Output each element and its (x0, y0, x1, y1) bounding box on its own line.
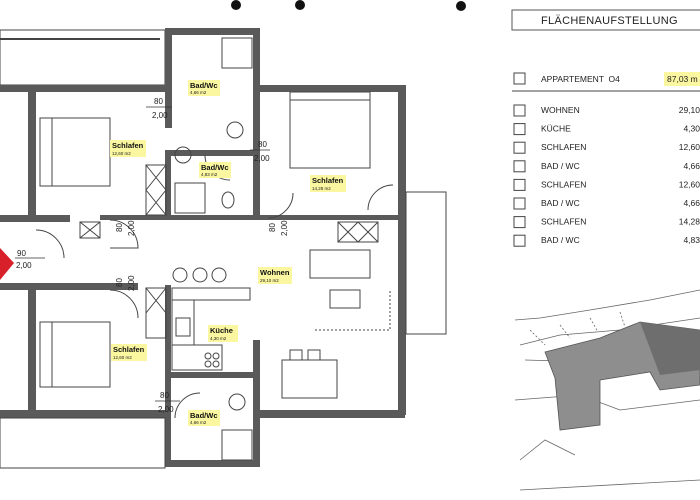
punch-hole (295, 0, 305, 10)
furniture (35, 37, 394, 461)
checkbox (513, 178, 526, 191)
row-value: 29,10 (679, 105, 700, 115)
room-area: 4,30 m2 (210, 336, 227, 341)
room-area: 12,60 m2 (112, 151, 131, 156)
door-width: 90 (17, 249, 26, 258)
room-name: Wohnen (260, 268, 290, 277)
table-row: BAD / WC 4,83 (513, 234, 700, 247)
room-name: Bad/Wc (190, 411, 218, 420)
row-value: 4,66 (683, 198, 700, 208)
door-height: 2,00 (152, 111, 168, 120)
row-label: SCHLAFEN (541, 179, 586, 189)
door-height: 2,00 (254, 154, 270, 163)
door-height: 2,00 (158, 405, 174, 414)
room-name: Bad/Wc (190, 81, 218, 90)
row-value: 4,66 (683, 161, 700, 171)
table-row: KÜCHE 4,30 (513, 123, 700, 136)
door-width: 80 (115, 278, 124, 287)
area-table: FLÄCHENAUFSTELLUNG APPARTEMENT O4 87,03 … (511, 9, 700, 247)
checkbox (513, 72, 526, 85)
row-label: BAD / WC (541, 198, 580, 208)
checkbox (513, 141, 526, 154)
apartment-total: 87,03 m (667, 74, 698, 84)
door-width: 80 (160, 391, 169, 400)
room-area: 4,66 m2 (190, 90, 207, 95)
room-labels: Bad/Wc 4,66 m2 Bad/Wc 4,83 m2 Schlafen 1… (110, 80, 346, 426)
row-value: 4,30 (683, 124, 700, 134)
door-height: 2,00 (127, 220, 136, 236)
room-area: 4,83 m2 (201, 172, 218, 177)
door-width: 80 (115, 223, 124, 232)
table-title-box (511, 9, 700, 31)
checkbox (513, 123, 526, 136)
checkbox (513, 197, 526, 210)
checkbox (513, 216, 526, 229)
floor-plan-walls (0, 28, 447, 469)
room-area: 12,60 m2 (113, 355, 132, 360)
row-value: 4,83 (683, 235, 700, 245)
door-height: 2,00 (280, 220, 289, 236)
row-label: BAD / WC (541, 235, 580, 245)
row-label: BAD / WC (541, 161, 580, 171)
table-row: WOHNEN 29,10 (513, 104, 700, 117)
punch-hole (231, 0, 241, 10)
room-name: Schlafen (112, 141, 144, 150)
checkbox (513, 234, 526, 247)
room-name: Küche (210, 326, 233, 335)
punch-hole (456, 1, 466, 11)
room-area: 4,66 m2 (190, 420, 207, 425)
room-area: 14,28 m2 (312, 186, 331, 191)
door-dimensions: 802,00 802,00 802,00 902,00 80 2,00 80 2… (15, 97, 289, 414)
row-value: 12,60 (679, 142, 700, 152)
door-height: 2,00 (16, 261, 32, 270)
table-row: BAD / WC 4,66 (513, 197, 700, 210)
table-row: SCHLAFEN 14,28 (513, 216, 700, 229)
row-label: SCHLAFEN (541, 217, 586, 227)
apartment-label: APPARTEMENT O4 (541, 74, 620, 84)
room-name: Schlafen (312, 176, 344, 185)
row-label: WOHNEN (541, 105, 580, 115)
door-width: 80 (258, 140, 267, 149)
door-width: 80 (268, 223, 277, 232)
table-title: FLÄCHENAUFSTELLUNG (541, 15, 678, 27)
row-label: SCHLAFEN (541, 142, 586, 152)
checkbox (513, 104, 526, 117)
table-row: SCHLAFEN 12,60 (513, 178, 700, 191)
row-value: 12,60 (679, 179, 700, 189)
door-width: 80 (154, 97, 163, 106)
room-name: Bad/Wc (201, 163, 229, 172)
room-name: Schlafen (113, 345, 145, 354)
row-label: KÜCHE (541, 124, 571, 134)
entry-arrow-icon (0, 248, 14, 280)
site-plan (514, 289, 700, 491)
room-area: 29,10 m2 (260, 278, 279, 283)
row-value: 14,28 (679, 217, 700, 227)
door-height: 2,00 (127, 275, 136, 291)
checkbox (513, 160, 526, 173)
table-row: SCHLAFEN 12,60 (513, 141, 700, 154)
table-row: BAD / WC 4,66 (513, 160, 700, 173)
